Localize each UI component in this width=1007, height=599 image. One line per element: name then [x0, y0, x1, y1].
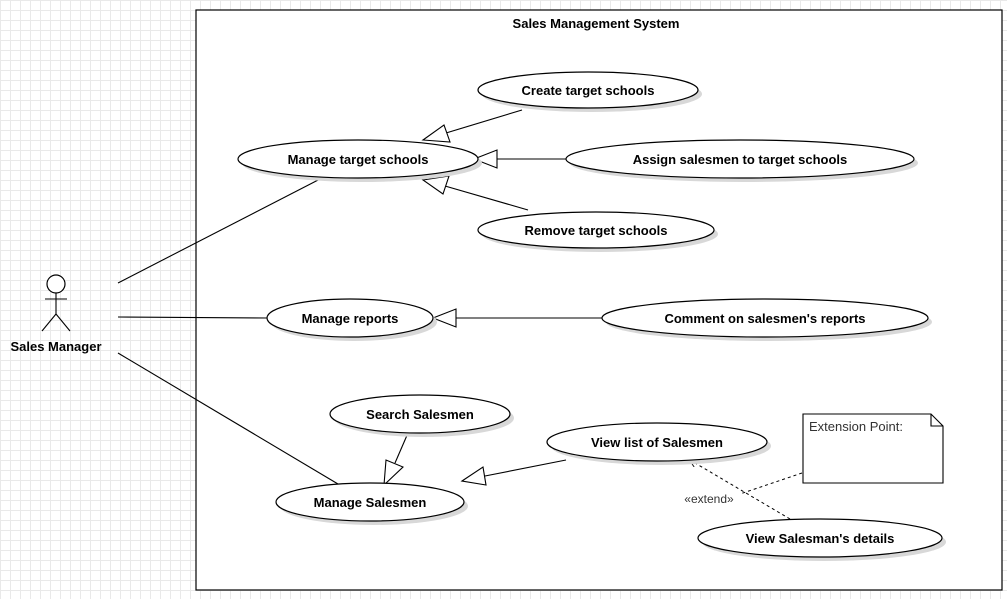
gen-viewlist-to-manage — [484, 459, 567, 477]
actor-sales-manager[interactable]: Sales Manager — [10, 274, 102, 354]
assoc-manage-salesmen — [117, 352, 339, 485]
extend-line — [690, 460, 791, 520]
gen-remove-to-manage — [444, 185, 529, 211]
assoc-manage-target-schools — [117, 177, 323, 284]
use-case-view-list-salesmen[interactable]: View list of Salesmen — [546, 422, 771, 465]
gen-head-viewlist — [460, 466, 487, 486]
use-case-view-salesman-details[interactable]: View Salesman's details — [697, 518, 946, 561]
use-case-manage-target-schools[interactable]: Manage target schools — [237, 139, 482, 182]
gen-head-create — [421, 124, 451, 143]
uc-ellipse — [266, 298, 434, 338]
gen-head-search — [383, 459, 404, 487]
actor-right-leg — [55, 313, 71, 332]
use-case-search-salesmen[interactable]: Search Salesmen — [329, 394, 514, 437]
gen-head-comment — [431, 308, 457, 328]
uc-ellipse — [477, 71, 699, 109]
extension-point-note[interactable]: Extension Point: — [802, 413, 944, 484]
note-text: Extension Point: — [809, 419, 903, 434]
use-case-create-target-schools[interactable]: Create target schools — [477, 71, 702, 112]
uc-ellipse — [275, 482, 465, 522]
uc-label: Manage target schools — [288, 152, 429, 167]
actor-left-leg — [41, 313, 57, 332]
uc-ellipse — [329, 394, 511, 434]
gen-head-assign — [472, 149, 498, 169]
uc-ellipse — [565, 139, 915, 179]
note-shape — [802, 413, 944, 484]
use-case-manage-reports[interactable]: Manage reports — [266, 298, 437, 341]
uc-label: Create target schools — [522, 83, 655, 98]
use-case-remove-target-schools[interactable]: Remove target schools — [477, 211, 718, 252]
uc-label: Manage reports — [302, 311, 399, 326]
uc-label: Comment on salesmen's reports — [664, 311, 865, 326]
gen-head-remove — [421, 175, 450, 195]
uc-label: View Salesman's details — [746, 531, 895, 546]
note-fold — [930, 414, 943, 427]
uc-ellipse — [697, 518, 943, 558]
uc-label: Remove target schools — [524, 223, 667, 238]
use-case-manage-salesmen[interactable]: Manage Salesmen — [275, 482, 468, 525]
actor-label: Sales Manager — [10, 339, 101, 354]
uc-ellipse — [546, 422, 768, 462]
gen-create-to-manage — [445, 109, 523, 134]
uc-label: Search Salesmen — [366, 407, 474, 422]
uc-ellipse — [601, 298, 929, 338]
actor-head — [46, 274, 66, 294]
assoc-manage-reports — [117, 316, 269, 319]
system-title: Sales Management System — [513, 16, 680, 31]
uc-ellipse — [477, 211, 715, 249]
extend-label: «extend» — [684, 492, 734, 506]
uc-ellipse — [237, 139, 479, 179]
uc-label: Assign salesmen to target schools — [633, 152, 848, 167]
uc-label: Manage Salesmen — [314, 495, 427, 510]
use-case-comment-reports[interactable]: Comment on salesmen's reports — [601, 298, 932, 341]
gen-search-to-manage — [394, 432, 409, 464]
uc-label: View list of Salesmen — [591, 435, 723, 450]
note-connector — [739, 472, 803, 495]
use-case-assign-salesmen[interactable]: Assign salesmen to target schools — [565, 139, 918, 182]
